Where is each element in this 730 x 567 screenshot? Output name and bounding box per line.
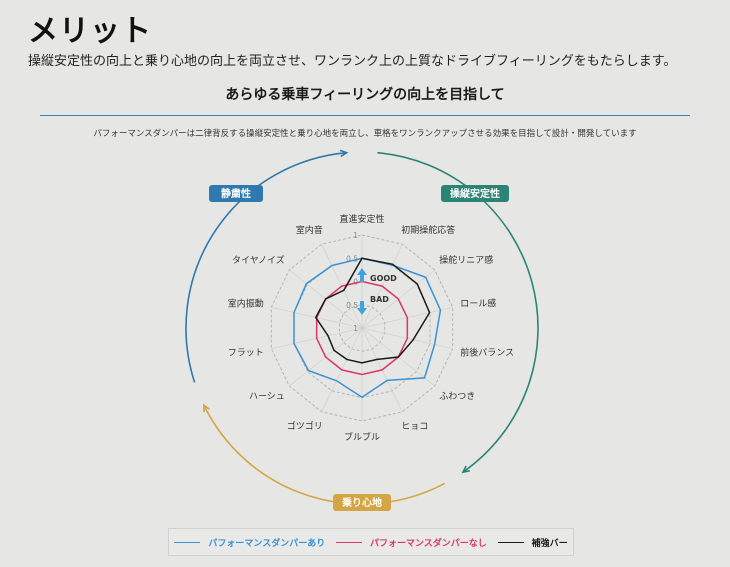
arrow-down-icon <box>357 301 367 315</box>
axis-label: 初期操舵応答 <box>401 224 455 236</box>
axis-label: タイヤノイズ <box>232 254 285 266</box>
axis-label: ブルブル <box>344 431 380 443</box>
cycle-arc <box>185 151 347 383</box>
category-badge-label: 乗り心地 <box>341 496 382 509</box>
bad-label: BAD <box>370 295 389 304</box>
section-heading: あらゆる乗車フィーリングの向上を目指して <box>225 87 505 103</box>
legend-item: 補強バー <box>497 536 568 549</box>
legend-swatch <box>497 541 524 543</box>
legend-label: パフォーマンスダンパーあり <box>208 538 326 549</box>
arrow-up-icon <box>357 268 367 282</box>
arrow-icon <box>202 403 210 413</box>
axis-label: 室内音 <box>296 224 323 236</box>
axis-label: 前後バランス <box>460 346 514 358</box>
category-badge-label: 操縦安定性 <box>450 187 500 200</box>
axis-label: ゴツゴリ <box>287 420 323 432</box>
grid-ring <box>270 234 454 422</box>
description: パフォーマンスダンパーは二律背反する操縦安定性と乗り心地を両立し、車格をワンラン… <box>93 129 637 139</box>
category-badge <box>209 185 263 202</box>
tick-label: 0.5 <box>346 254 358 263</box>
category-badge <box>441 185 509 202</box>
tick-label: 0.5 <box>346 301 358 310</box>
tick-label: 0 <box>353 278 358 287</box>
category-badge <box>333 494 391 511</box>
divider <box>40 115 690 116</box>
legend: パフォーマンスダンパーあり パフォーマンスダンパーなし 補強バー <box>168 528 574 556</box>
legend-swatch <box>174 541 201 543</box>
legend-item: パフォーマンスダンパーなし <box>335 536 487 549</box>
axis-label: 直進安定性 <box>339 213 384 225</box>
legend-swatch <box>335 541 362 543</box>
legend-label: 補強バー <box>531 538 568 549</box>
axis-label: ロール感 <box>460 298 496 310</box>
axis-label: ハーシュ <box>249 392 285 402</box>
tick-label: 1 <box>353 231 358 240</box>
arrow-icon <box>461 465 470 474</box>
legend-item: パフォーマンスダンパーあり <box>174 536 325 549</box>
tick-label: 1 <box>353 324 358 333</box>
cycle-arc <box>203 404 446 505</box>
category-badge-label: 静粛性 <box>221 187 251 200</box>
cycle-arc <box>377 151 539 473</box>
axis-label: 室内振動 <box>228 298 264 310</box>
arrow-icon <box>339 149 349 158</box>
page-title: メリット <box>28 14 152 49</box>
axis-label: ふわつき <box>439 391 475 402</box>
axis-label: フラット <box>228 347 264 358</box>
subtitle: 操縦安定性の向上と乗り心地の向上を両立させ、ワンランク上の上質なドライブフィーリ… <box>28 54 677 69</box>
axis-label: ヒョコ <box>401 421 428 432</box>
good-label: GOOD <box>370 274 397 283</box>
legend-label: パフォーマンスダンパーなし <box>369 538 487 549</box>
axis-label: 操舵リニア感 <box>439 254 493 266</box>
